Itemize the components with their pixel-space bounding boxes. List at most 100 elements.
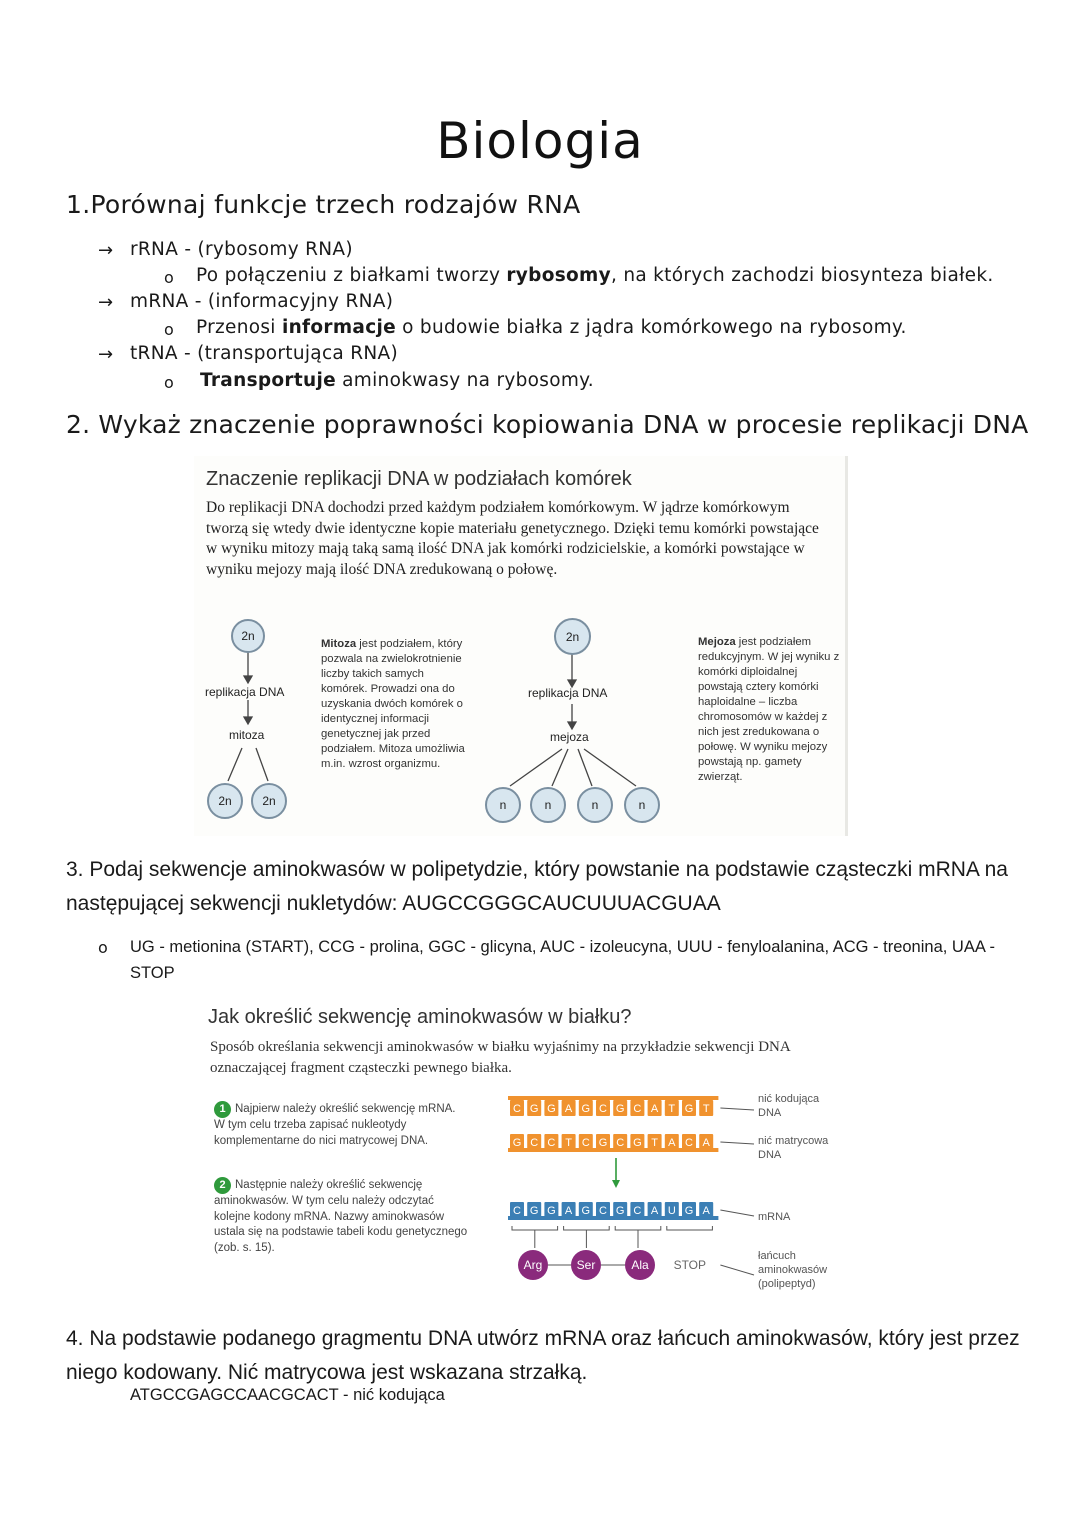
mrna-label: mRNA bbox=[758, 1211, 791, 1223]
coding-strand-base bbox=[596, 1100, 610, 1116]
figure-title: Jak określić sekwencję aminokwasów w bia… bbox=[208, 1006, 632, 1028]
coding-strand-base bbox=[578, 1100, 593, 1116]
step-number-badge: 2 bbox=[214, 1177, 231, 1194]
arrow-bullet-icon: → bbox=[98, 344, 114, 365]
haploid-cell-n: n bbox=[577, 787, 613, 823]
amino-acid-name: Ala bbox=[631, 1258, 649, 1272]
template-strand-base-letter: C bbox=[530, 1137, 538, 1149]
parent-cell-2n: 2n bbox=[554, 618, 591, 655]
template-strand-label: nić matrycowa DNA bbox=[758, 1135, 829, 1161]
amino-acid-name: Ser bbox=[577, 1258, 596, 1272]
coding-strand-base-letter: G bbox=[685, 1103, 694, 1115]
rna-function-mrna: Przenosi informacje o budowie białka z j… bbox=[196, 317, 907, 338]
mrna-strand-base bbox=[527, 1202, 542, 1218]
mrna-strand-base bbox=[510, 1202, 524, 1218]
daughter-cell-2n: 2n bbox=[207, 783, 243, 819]
question-3-heading: 3. Podaj sekwencje aminokwasów w polipet… bbox=[66, 858, 1008, 915]
coding-strand-base bbox=[561, 1100, 576, 1116]
coding-strand-base-letter: G bbox=[547, 1103, 556, 1115]
arrow-bullet-icon: → bbox=[98, 240, 114, 261]
template-strand-base-letter: G bbox=[599, 1137, 608, 1149]
mrna-strand-base-letter: A bbox=[703, 1205, 711, 1217]
haploid-cell-n: n bbox=[624, 787, 660, 823]
mrna-strand-base bbox=[596, 1202, 610, 1218]
figure-text: Do replikacji DNA dochodzi przed każdym … bbox=[206, 499, 819, 578]
arrow-bullet-icon: → bbox=[98, 292, 114, 313]
haploid-cell-n: n bbox=[485, 787, 521, 823]
rna-function-rrna: Po połączeniu z białkami tworzy rybosomy… bbox=[196, 265, 994, 286]
coding-strand-base bbox=[647, 1100, 662, 1116]
mrna-strand-base bbox=[682, 1202, 696, 1218]
template-strand-base-letter: C bbox=[685, 1137, 693, 1149]
template-strand-base bbox=[510, 1134, 524, 1150]
figure-text: Sposób określania sekwencji aminokwasów … bbox=[210, 1039, 790, 1076]
template-strand-base bbox=[613, 1134, 628, 1150]
coding-strand-base bbox=[510, 1100, 524, 1116]
coding-strand-base-letter: T bbox=[668, 1103, 675, 1115]
mrna-strand-base-letter: C bbox=[513, 1205, 521, 1217]
mrna-strand-base bbox=[613, 1202, 628, 1218]
down-arrow-icon bbox=[612, 1180, 620, 1188]
rna-function-trna: Transportuje aminokwasy na rybosomy. bbox=[200, 370, 594, 391]
amino-acid-bead bbox=[625, 1250, 655, 1280]
mrna-strand-base-letter: G bbox=[547, 1205, 556, 1217]
mrna-strand-base bbox=[647, 1202, 662, 1218]
coding-strand-base bbox=[699, 1100, 714, 1116]
circle-bullet-icon: o bbox=[164, 373, 174, 392]
template-strand-base bbox=[647, 1134, 662, 1150]
figure-title: Znaczenie replikacji DNA w podziałach ko… bbox=[206, 468, 632, 490]
coding-strand-backbone bbox=[508, 1096, 719, 1100]
label-pointer-line bbox=[720, 1209, 755, 1217]
coding-strand-base-letter: C bbox=[513, 1103, 521, 1115]
coding-strand-base-letter: G bbox=[616, 1103, 625, 1115]
coding-strand-base-letter: C bbox=[599, 1103, 607, 1115]
template-strand-base-letter: C bbox=[547, 1137, 555, 1149]
question-4-heading: 4. Na podstawie podanego gragmentu DNA u… bbox=[66, 1327, 1020, 1384]
mrna-strand-base-letter: U bbox=[668, 1205, 676, 1217]
step-number-badge: 1 bbox=[214, 1101, 231, 1118]
coding-strand-base-letter: A bbox=[651, 1103, 659, 1115]
coding-strand-base bbox=[527, 1100, 542, 1116]
template-strand-base-letter: G bbox=[513, 1137, 522, 1149]
template-strand-base bbox=[699, 1134, 714, 1150]
mrna-strand-base-letter: G bbox=[582, 1205, 591, 1217]
rna-type-rrna: rRNA - (rybosomy RNA) bbox=[130, 239, 353, 260]
template-strand-base-letter: C bbox=[616, 1137, 624, 1149]
template-strand-base-letter: A bbox=[668, 1137, 676, 1149]
template-strand-base-letter: T bbox=[565, 1137, 572, 1149]
codon-bracket bbox=[666, 1226, 713, 1231]
template-strand-base bbox=[527, 1134, 542, 1150]
amino-acid-bead bbox=[571, 1250, 601, 1280]
rna-type-trna: tRNA - (transportująca RNA) bbox=[130, 343, 398, 364]
template-strand-base bbox=[544, 1134, 559, 1150]
mrna-strand-base bbox=[699, 1202, 714, 1218]
mitosis-replication-label: replikacja DNA bbox=[205, 685, 285, 699]
coding-strand-base-letter: C bbox=[633, 1103, 641, 1115]
mrna-strand-base bbox=[578, 1202, 593, 1218]
meiosis-label: mejoza bbox=[550, 730, 589, 744]
template-strand-base bbox=[630, 1134, 645, 1150]
coding-strand-base-letter: A bbox=[565, 1103, 573, 1115]
coding-strand-base bbox=[682, 1100, 696, 1116]
codon-bracket bbox=[563, 1226, 610, 1231]
coding-strand-base-letter: G bbox=[582, 1103, 591, 1115]
meiosis-replication-label: replikacja DNA bbox=[528, 686, 608, 700]
question-2-heading: 2. Wykaż znaczenie poprawności kopiowani… bbox=[66, 410, 1029, 439]
template-strand-base-letter: G bbox=[633, 1137, 642, 1149]
amino-acid-sequence-figure: Jak określić sekwencję aminokwasów w bia… bbox=[202, 1000, 847, 1305]
coding-strand-base bbox=[630, 1100, 645, 1116]
coding-strand-base bbox=[544, 1100, 559, 1116]
mrna-strand-base-letter: C bbox=[633, 1205, 641, 1217]
template-strand-base bbox=[561, 1134, 576, 1150]
daughter-cell-2n: 2n bbox=[251, 783, 287, 819]
rna-type-mrna: mRNA - (informacyjny RNA) bbox=[130, 291, 394, 312]
meiosis-description: Mejoza jest podziałem redukcyjnym. W jej… bbox=[698, 636, 840, 783]
template-strand-base bbox=[664, 1134, 679, 1150]
amino-acid-name: Arg bbox=[524, 1258, 543, 1272]
mitosis-description: Mitoza jest podziałem, który pozwala na … bbox=[321, 638, 465, 770]
division-diagram bbox=[227, 652, 637, 787]
mitosis-label: mitoza bbox=[229, 728, 265, 742]
coding-strand-answer: ATGCCGAGCCAACGCACT - nić kodująca bbox=[130, 1386, 445, 1404]
